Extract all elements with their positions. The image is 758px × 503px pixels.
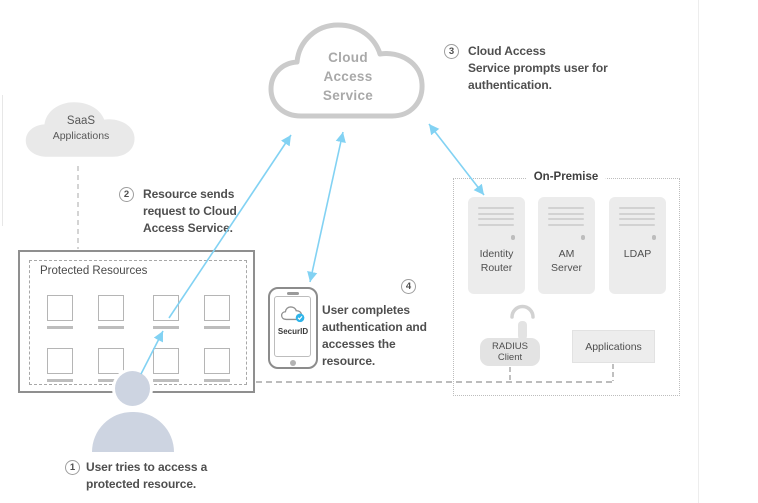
server-vent bbox=[478, 212, 514, 215]
radius-client-label: RADIUS Client bbox=[492, 341, 528, 363]
server-vent bbox=[619, 207, 655, 210]
step-1-number: 1 bbox=[65, 460, 80, 475]
server-led-icon bbox=[510, 235, 515, 240]
server-name: Identity Router bbox=[479, 248, 514, 274]
securid-app-label: SecurID bbox=[277, 327, 309, 336]
server-vent bbox=[548, 212, 584, 215]
resource-icon-base bbox=[47, 379, 73, 382]
radius-client-box: RADIUS Client bbox=[480, 338, 540, 366]
phone-speaker-icon bbox=[287, 292, 299, 295]
server-vent bbox=[478, 223, 514, 226]
resource-icon bbox=[153, 295, 179, 321]
server-am-server: AM Server bbox=[538, 197, 595, 294]
radius-antenna-icon bbox=[518, 321, 527, 340]
server-name: LDAP bbox=[623, 248, 652, 260]
server-vent bbox=[548, 207, 584, 210]
step-3-number: 3 bbox=[444, 44, 459, 59]
server-identity-router: Identity Router bbox=[468, 197, 525, 294]
saas-cloud-label: SaaS Applications bbox=[20, 114, 142, 143]
resource-icon-base bbox=[98, 379, 124, 382]
resource-icon bbox=[47, 348, 73, 374]
server-vent bbox=[619, 218, 655, 221]
resource-icon-base bbox=[153, 379, 179, 382]
mobile-phone-icon: SecurID bbox=[268, 287, 318, 369]
step-2-text: Resource sends request to Cloud Access S… bbox=[143, 187, 237, 235]
protected-resources-title: Protected Resources bbox=[40, 265, 148, 277]
step-3-text: Cloud Access Service prompts user for au… bbox=[468, 44, 608, 92]
user-person-icon bbox=[115, 371, 150, 406]
resource-icon bbox=[204, 295, 230, 321]
cloud-label-line: Access bbox=[323, 69, 373, 84]
server-vent bbox=[619, 212, 655, 215]
server-vent bbox=[478, 218, 514, 221]
saas-title: SaaS bbox=[66, 115, 96, 127]
server-vent bbox=[548, 223, 584, 226]
applications-label: Applications bbox=[585, 340, 642, 353]
resource-icon bbox=[98, 295, 124, 321]
step-4-text: User completes authentication and access… bbox=[322, 303, 427, 368]
on-premise-title: On-Premise bbox=[526, 171, 606, 183]
phone-screen bbox=[274, 296, 311, 357]
server-vent bbox=[548, 218, 584, 221]
resource-icon bbox=[98, 348, 124, 374]
page-edge-line bbox=[698, 0, 699, 503]
resource-icon-base bbox=[98, 326, 124, 329]
resource-icon bbox=[153, 348, 179, 374]
cloud-access-service-label: Cloud Access Service bbox=[263, 48, 433, 105]
securid-cloud-icon bbox=[280, 306, 305, 323]
server-name: AM Server bbox=[551, 248, 582, 274]
phone-home-button-icon bbox=[290, 360, 296, 366]
cloud-label-line: Service bbox=[322, 88, 374, 103]
resource-icon bbox=[204, 348, 230, 374]
resource-icon-base bbox=[204, 379, 230, 382]
cloud-label-line: Cloud bbox=[328, 50, 368, 65]
left-guide-line bbox=[2, 95, 3, 226]
resource-icon bbox=[47, 295, 73, 321]
resource-icon-base bbox=[47, 326, 73, 329]
user-person-icon bbox=[92, 412, 174, 452]
arrow-phone-cloud bbox=[307, 131, 346, 283]
server-vent bbox=[478, 207, 514, 210]
server-ldap: LDAP bbox=[609, 197, 666, 294]
step-2-number: 2 bbox=[119, 187, 134, 202]
resource-icon-base bbox=[204, 326, 230, 329]
server-led-icon bbox=[580, 235, 585, 240]
resource-icon-base bbox=[153, 326, 179, 329]
server-led-icon bbox=[651, 235, 656, 240]
step-4-number: 4 bbox=[401, 279, 416, 294]
saas-subtitle: Applications bbox=[52, 130, 110, 142]
step-1-text: User tries to access a protected resourc… bbox=[86, 460, 208, 491]
applications-box: Applications bbox=[572, 330, 655, 363]
server-vent bbox=[619, 223, 655, 226]
